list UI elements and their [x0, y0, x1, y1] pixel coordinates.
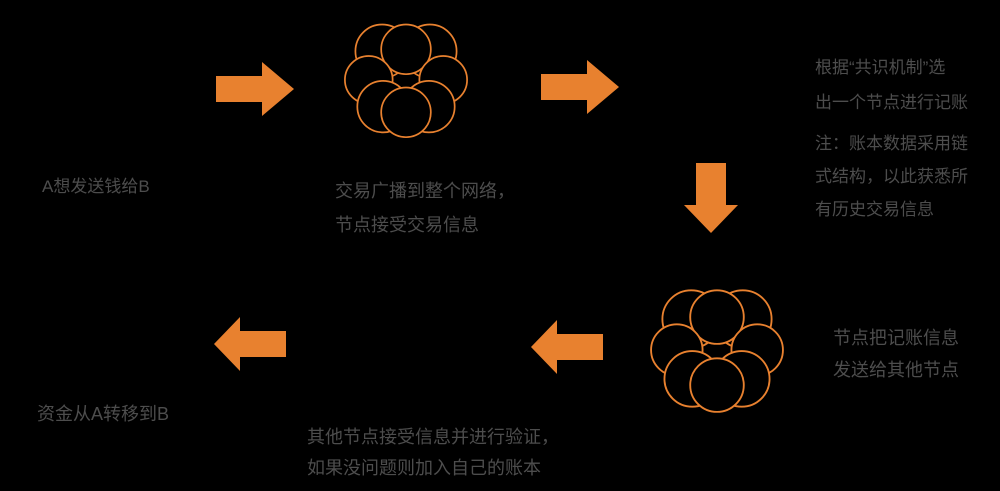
- left-arrow-icon-2: [214, 317, 286, 371]
- text-line: 发送给其他节点: [833, 360, 959, 380]
- text-line: 节点把记账信息: [833, 328, 959, 348]
- node-circle: [380, 23, 432, 76]
- text-line: 出一个节点进行记账: [815, 93, 968, 112]
- node-circle: [689, 289, 745, 345]
- consensus-text: 根据“共识机制”选 出一个节点进行记账: [815, 50, 968, 120]
- caption-line: 节点接受交易信息: [335, 215, 479, 235]
- end-label: 资金从A转移到B: [37, 404, 170, 424]
- node-circle: [380, 86, 432, 139]
- network-node-cluster: [344, 23, 468, 139]
- caption-line: 其他节点接受信息并进行验证，: [307, 427, 559, 447]
- down-arrow-icon: [684, 163, 738, 233]
- text-line: 根据“共识机制”选: [815, 58, 946, 77]
- node-circle: [689, 357, 745, 413]
- left-arrow-icon-1: [531, 320, 603, 374]
- arrow-shape: [541, 60, 619, 114]
- send-text: 节点把记账信息 发送给其他节点: [833, 322, 959, 386]
- verify-caption: 其他节点接受信息并进行验证， 如果没问题则加入自己的账本: [307, 422, 559, 484]
- caption-line: 交易广播到整个网络，: [335, 181, 515, 201]
- arrow-shape: [531, 320, 603, 374]
- network-node-cluster: [650, 289, 784, 413]
- right-arrow-icon-1: [216, 62, 294, 116]
- text-line: 式结构，以此获悉所: [815, 167, 968, 186]
- consensus-note: 注：账本数据采用链 式结构，以此获悉所 有历史交易信息: [815, 127, 968, 226]
- text-line: 注：账本数据采用链: [815, 134, 968, 153]
- start-label: A想发送钱给B: [42, 177, 150, 196]
- network-icon-top: [344, 23, 468, 139]
- text-line: 有历史交易信息: [815, 200, 934, 219]
- network-icon-bottom: [650, 289, 784, 413]
- right-arrow-icon-2: [541, 60, 619, 114]
- arrow-shape: [214, 317, 286, 371]
- arrow-shape: [216, 62, 294, 116]
- arrow-shape: [684, 163, 738, 233]
- broadcast-caption: 交易广播到整个网络， 节点接受交易信息: [335, 174, 515, 242]
- caption-line: 如果没问题则加入自己的账本: [307, 458, 541, 478]
